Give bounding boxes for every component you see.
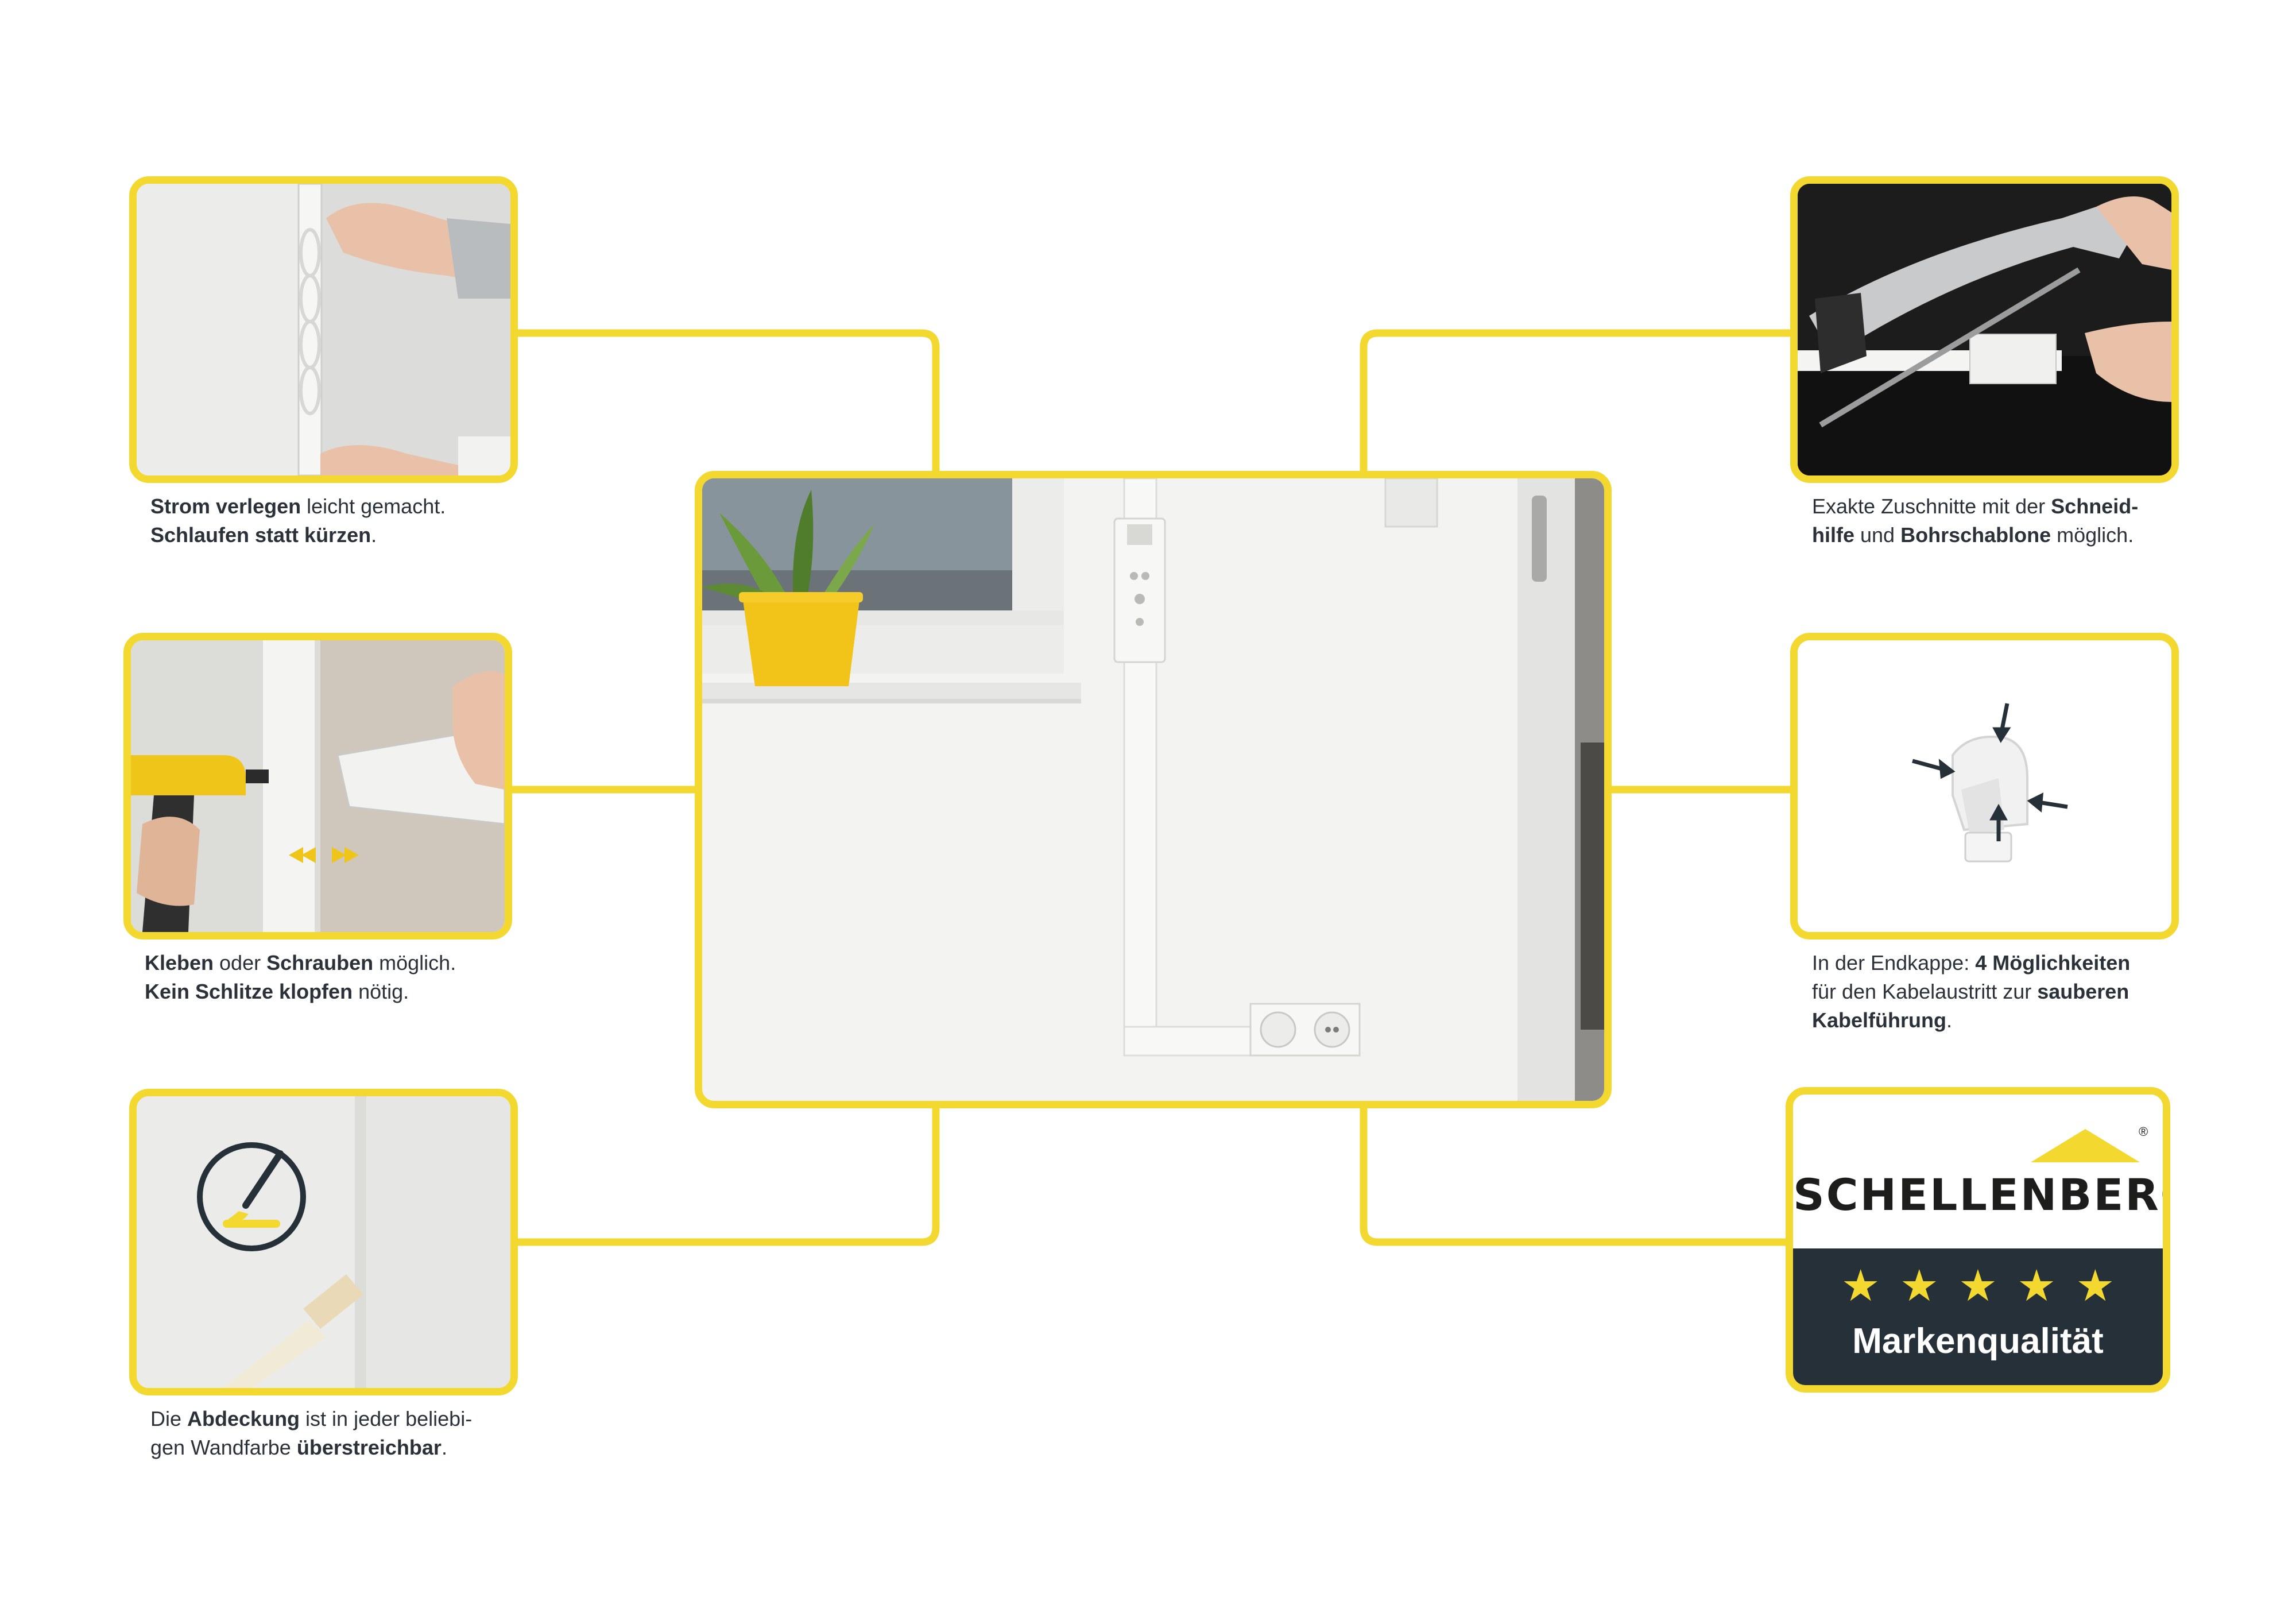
photo-paintable	[129, 1089, 518, 1395]
photo-cutting-aid	[1790, 176, 2179, 483]
paint-brush-icon	[197, 1142, 306, 1251]
photo-end-cap	[1790, 633, 2179, 939]
photo-glue-or-screw	[123, 633, 512, 939]
brand-quality-label: Markenqualität	[1852, 1321, 2104, 1361]
arrow-icon	[1912, 703, 2068, 841]
connector-top-left	[517, 329, 940, 474]
registered-mark: ®	[2139, 1124, 2148, 1139]
caption-cable-loops: Strom verlegen leicht gemacht. Schlaufen…	[150, 494, 446, 547]
connector-top-right	[1360, 329, 1791, 474]
cutting-aid-illustration	[1798, 184, 2171, 475]
brand-name: SCHELLENBERG	[1793, 1169, 2170, 1220]
brand-quality-area: ★★★★★ Markenqualität	[1793, 1248, 2163, 1385]
double-arrow-icon	[289, 847, 359, 863]
caption-cutting-aid: Exakte Zuschnitte mit der Schneid- hilfe…	[1812, 494, 2139, 547]
caption-glue-or-screw: Kleben oder Schrauben möglich. Kein Schl…	[145, 951, 456, 1003]
main-photo	[695, 471, 1612, 1108]
brand-badge: ® SCHELLENBERG ★★★★★ Markenqualität	[1786, 1087, 2170, 1393]
caption-paintable: Die Abdeckung ist in jeder beliebi- gen …	[150, 1407, 473, 1459]
caption-end-cap: In der Endkappe: 4 Möglichkeiten für den…	[1812, 951, 2131, 1032]
brand-logo-area: ® SCHELLENBERG	[1793, 1095, 2163, 1248]
star-icon: ★★★★★	[1841, 1262, 2135, 1310]
photo-cable-loops	[129, 176, 518, 483]
paintable-illustration	[137, 1096, 510, 1388]
cable-loops-illustration	[137, 184, 510, 475]
connector-bottom-left	[517, 1103, 940, 1246]
roof-logo-icon	[2031, 1129, 2140, 1162]
main-photo-illustration	[702, 478, 1604, 1101]
end-cap-illustration	[1798, 640, 2171, 932]
glue-or-screw-illustration	[131, 640, 505, 932]
connector-bottom-right	[1360, 1103, 1787, 1246]
